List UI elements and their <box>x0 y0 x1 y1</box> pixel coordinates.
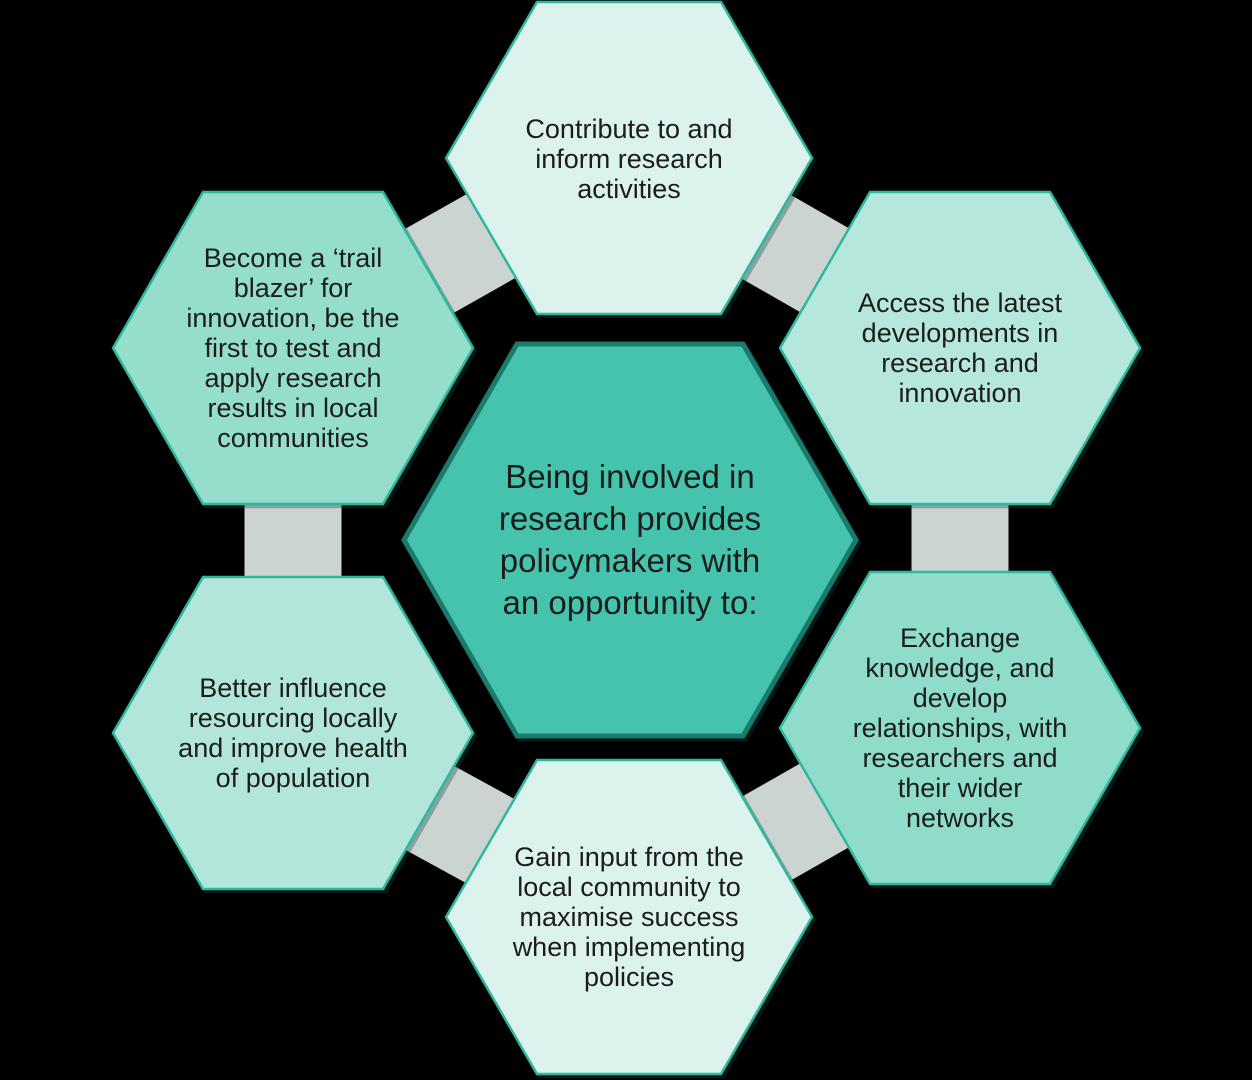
hexagon-top-left <box>111 190 475 506</box>
hexagon-right <box>778 570 1142 886</box>
hexagon-top-right <box>778 190 1142 506</box>
hexagon-center <box>401 341 859 739</box>
hexagon-bottom-left <box>111 575 475 891</box>
hexagon-top <box>444 0 814 316</box>
hexagon-bottom <box>444 758 814 1076</box>
